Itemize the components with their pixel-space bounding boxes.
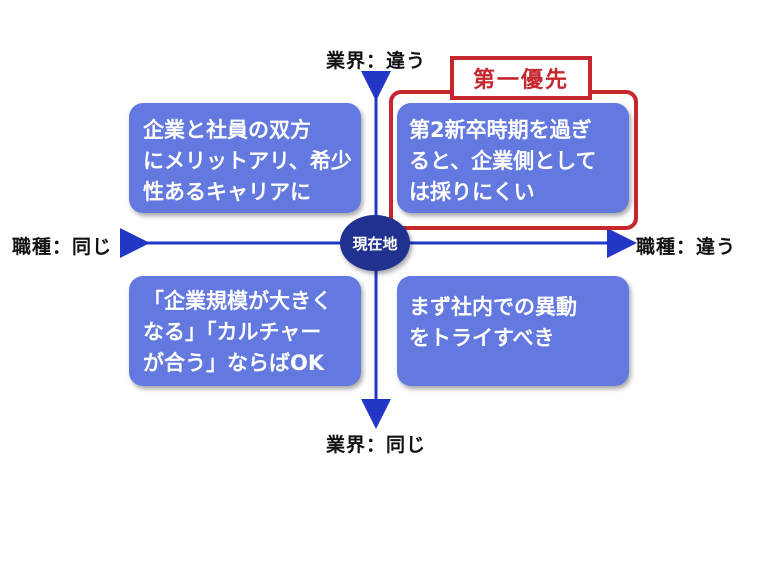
quadrant-top-right: 第2新卒時期を過ぎ ると、企業側として は採りにくい (397, 103, 629, 213)
quadrant-bottom-right: まず社内での異動 をトライすべき (397, 276, 629, 386)
quadrant-top-right-text: 第2新卒時期を過ぎ ると、企業側として は採りにくい (409, 118, 597, 204)
quadrant-bottom-left: 「企業規模が大きく なる」「カルチャー が合う」ならばOK (129, 276, 361, 386)
axis-label-right: 職種：違う (636, 236, 737, 258)
current-position-label: 現在地 (352, 234, 398, 253)
quadrant-bottom-right-text: まず社内での異動 をトライすべき (409, 295, 577, 350)
priority-label: 第一優先 (450, 56, 592, 100)
quadrant-bottom-left-text: 「企業規模が大きく なる」「カルチャー が合う」ならばOK (143, 289, 332, 375)
quadrant-top-left: 企業と社員の双方 にメリットアリ、希少 性あるキャリアに (129, 103, 361, 213)
axis-label-top: 業界：違う (326, 50, 427, 72)
axis-label-left: 職種：同じ (12, 236, 113, 258)
quadrant-top-left-text: 企業と社員の双方 にメリットアリ、希少 性あるキャリアに (143, 118, 352, 204)
axis-label-bottom: 業界：同じ (326, 434, 427, 456)
current-position-marker: 現在地 (340, 215, 410, 271)
